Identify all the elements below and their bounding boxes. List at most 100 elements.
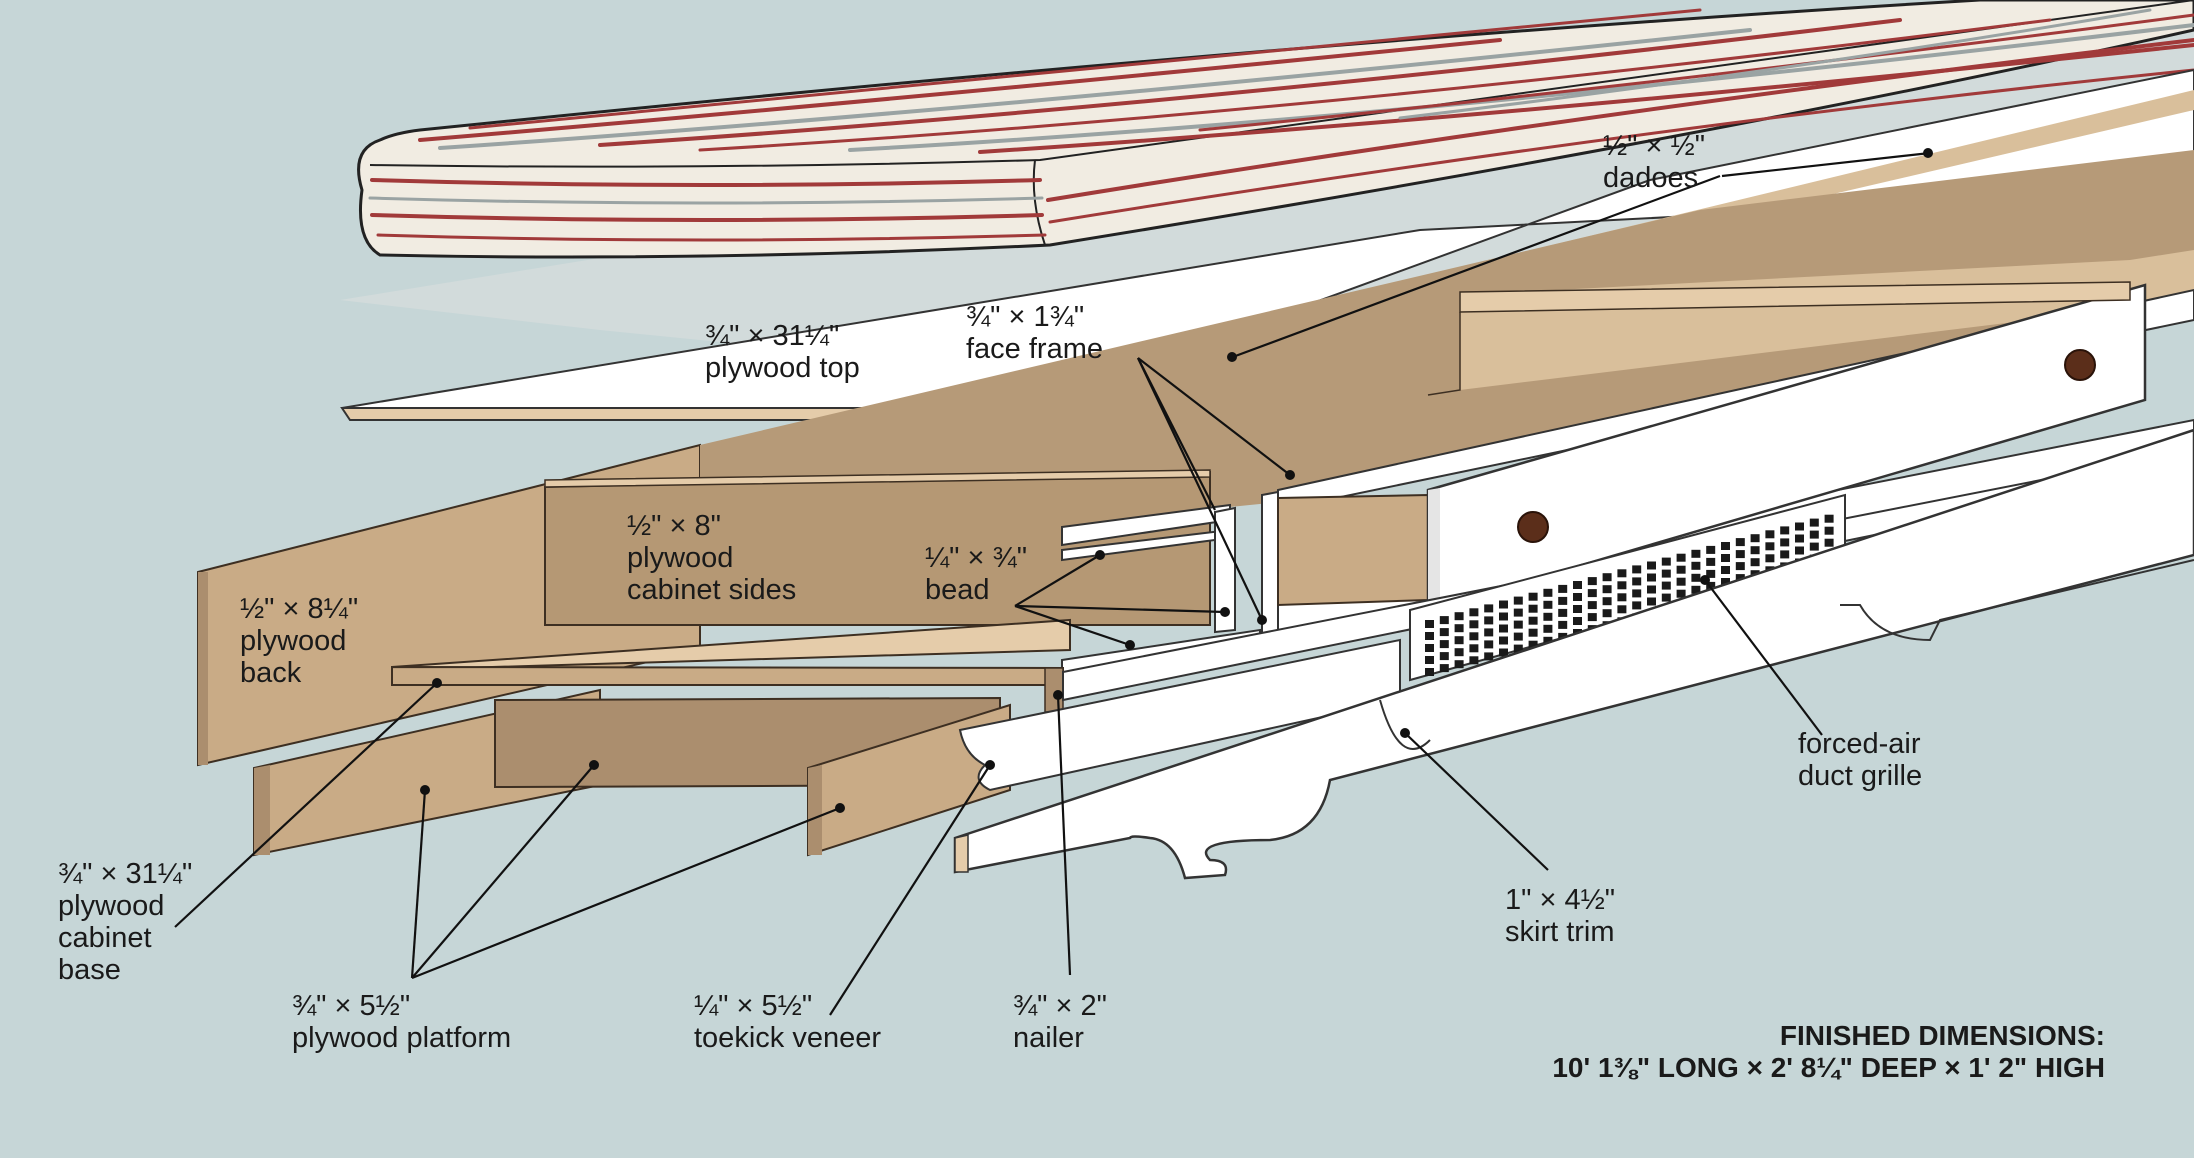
grille-slot: [1587, 613, 1597, 622]
grille-slot: [1513, 632, 1523, 641]
dadoes-name: dadoes: [1603, 162, 1698, 194]
grille-slot: [1587, 601, 1597, 610]
grille-slot: [1647, 561, 1656, 570]
grille-slot: [1824, 514, 1834, 523]
grille-slot: [1735, 538, 1745, 547]
skirt-trim: [953, 428, 2194, 880]
cabinet-base-line3: cabinet: [58, 922, 152, 954]
grille-slot: [1499, 612, 1508, 621]
grille-slot: [1543, 624, 1553, 633]
grille-slot: [1454, 624, 1464, 633]
grille-slot: [1439, 664, 1449, 673]
grille-slot: [1513, 596, 1523, 605]
grille-slot: [1587, 589, 1597, 598]
cabinet-sides-size: ½" × 8": [627, 510, 721, 542]
dadoes-size: ½" × ½": [1603, 130, 1705, 162]
toekick-size: ¼" × 5½": [694, 990, 812, 1022]
grille-slot: [1543, 636, 1553, 645]
grille-slot: [1528, 640, 1538, 649]
face-frame-name: face frame: [966, 333, 1103, 365]
grille-slot: [1484, 616, 1494, 625]
grille-slot: [1721, 542, 1730, 550]
grille-slot: [1439, 640, 1449, 649]
grille-slot: [1706, 557, 1716, 566]
grille-slot: [1425, 668, 1434, 676]
platform-size: ¾" × 5½": [292, 990, 410, 1022]
grille-slot: [1824, 526, 1834, 535]
grille-slot: [1573, 581, 1582, 589]
grille-slot: [1513, 620, 1523, 629]
skirt-size: 1" × 4½": [1505, 884, 1615, 916]
grille-slot: [1602, 597, 1612, 606]
grille-slot: [1750, 558, 1760, 567]
grille-slot: [1765, 554, 1775, 563]
callout-back: ½" × 8¼" plywood back: [240, 593, 358, 689]
callout-toekick: ¼" × 5½" toekick veneer: [694, 990, 881, 1054]
grille-slot: [1425, 644, 1434, 652]
grille-slot: [1809, 518, 1819, 527]
platform-name: plywood platform: [292, 1022, 511, 1054]
grille-slot: [1617, 593, 1627, 602]
grille-slot: [1558, 620, 1568, 629]
callout-platform: ¾" × 5½" plywood platform: [292, 990, 511, 1054]
grille-slot: [1513, 608, 1523, 617]
grille-slot: [1528, 616, 1538, 625]
grille-slot: [1691, 573, 1701, 582]
grille-slot: [1661, 557, 1671, 566]
callout-cabinet-base: ¾" × 31¼" plywood cabinet base: [58, 858, 192, 986]
grille-slot: [1691, 549, 1701, 558]
grille-slot: [1661, 593, 1671, 602]
grille-slot: [1617, 569, 1627, 578]
grille-slot: [1499, 636, 1508, 645]
grille-slot: [1691, 585, 1701, 594]
plywood-platform: [253, 688, 1011, 857]
grille-slot: [1676, 577, 1686, 586]
grille-slot: [1795, 546, 1804, 555]
grille-slot: [1439, 628, 1449, 637]
grille-slot: [1721, 554, 1730, 562]
grille-slot: [1647, 585, 1656, 594]
grille-slot: [1543, 612, 1553, 621]
finished-heading: FINISHED DIMENSIONS:: [1780, 1020, 2105, 1051]
grille-slot: [1617, 581, 1627, 590]
plywood-top-size: ¾" × 31¼": [705, 320, 839, 352]
grille-slot: [1425, 656, 1434, 664]
grille-slot: [1454, 636, 1464, 645]
grille-slot: [1765, 530, 1775, 539]
grille-slot: [1647, 573, 1656, 582]
grille-slot: [1499, 648, 1508, 657]
grille-slot: [1661, 581, 1671, 590]
skirt-name: skirt trim: [1505, 916, 1615, 948]
grille-slot: [1632, 589, 1642, 598]
ironing-cushion: [357, 0, 2194, 259]
grille-slot: [1676, 553, 1686, 562]
cabinet-base-line4: base: [58, 954, 121, 986]
grille-slot: [1499, 624, 1508, 633]
grille-slot: [1573, 605, 1582, 613]
grille-slot: [1676, 589, 1686, 598]
grille-slot: [1706, 545, 1716, 554]
grille-slot: [1676, 565, 1686, 574]
callout-skirt: 1" × 4½" skirt trim: [1505, 884, 1615, 948]
back-line2: plywood: [240, 625, 346, 657]
callout-cabinet-sides: ½" × 8" plywood cabinet sides: [627, 510, 796, 606]
back-line3: back: [240, 657, 302, 689]
cabinet-interior: [700, 150, 2194, 560]
callout-plywood-top: ¾" × 31¼" plywood top: [705, 320, 860, 384]
toekick-name: toekick veneer: [694, 1022, 881, 1054]
grille-slot: [1706, 569, 1716, 578]
grille-slot: [1484, 652, 1494, 661]
callout-dadoes: ½" × ½" dadoes: [1603, 130, 1705, 194]
grille-slot: [1469, 656, 1479, 665]
grille-slot: [1469, 620, 1479, 629]
face-frame-size: ¾" × 1¾": [966, 301, 1084, 333]
finished-dimensions: FINISHED DIMENSIONS: 10' 1⅜" LONG × 2' 8…: [1552, 1020, 2105, 1083]
grille-slot: [1469, 608, 1479, 617]
grille-slot: [1587, 577, 1597, 586]
grille-slot: [1543, 588, 1553, 597]
nailer-size: ¾" × 2": [1013, 990, 1107, 1022]
grille-slot: [1721, 578, 1730, 586]
cabinet-sides-line2: plywood: [627, 542, 733, 574]
back-size: ½" × 8¼": [240, 593, 358, 625]
